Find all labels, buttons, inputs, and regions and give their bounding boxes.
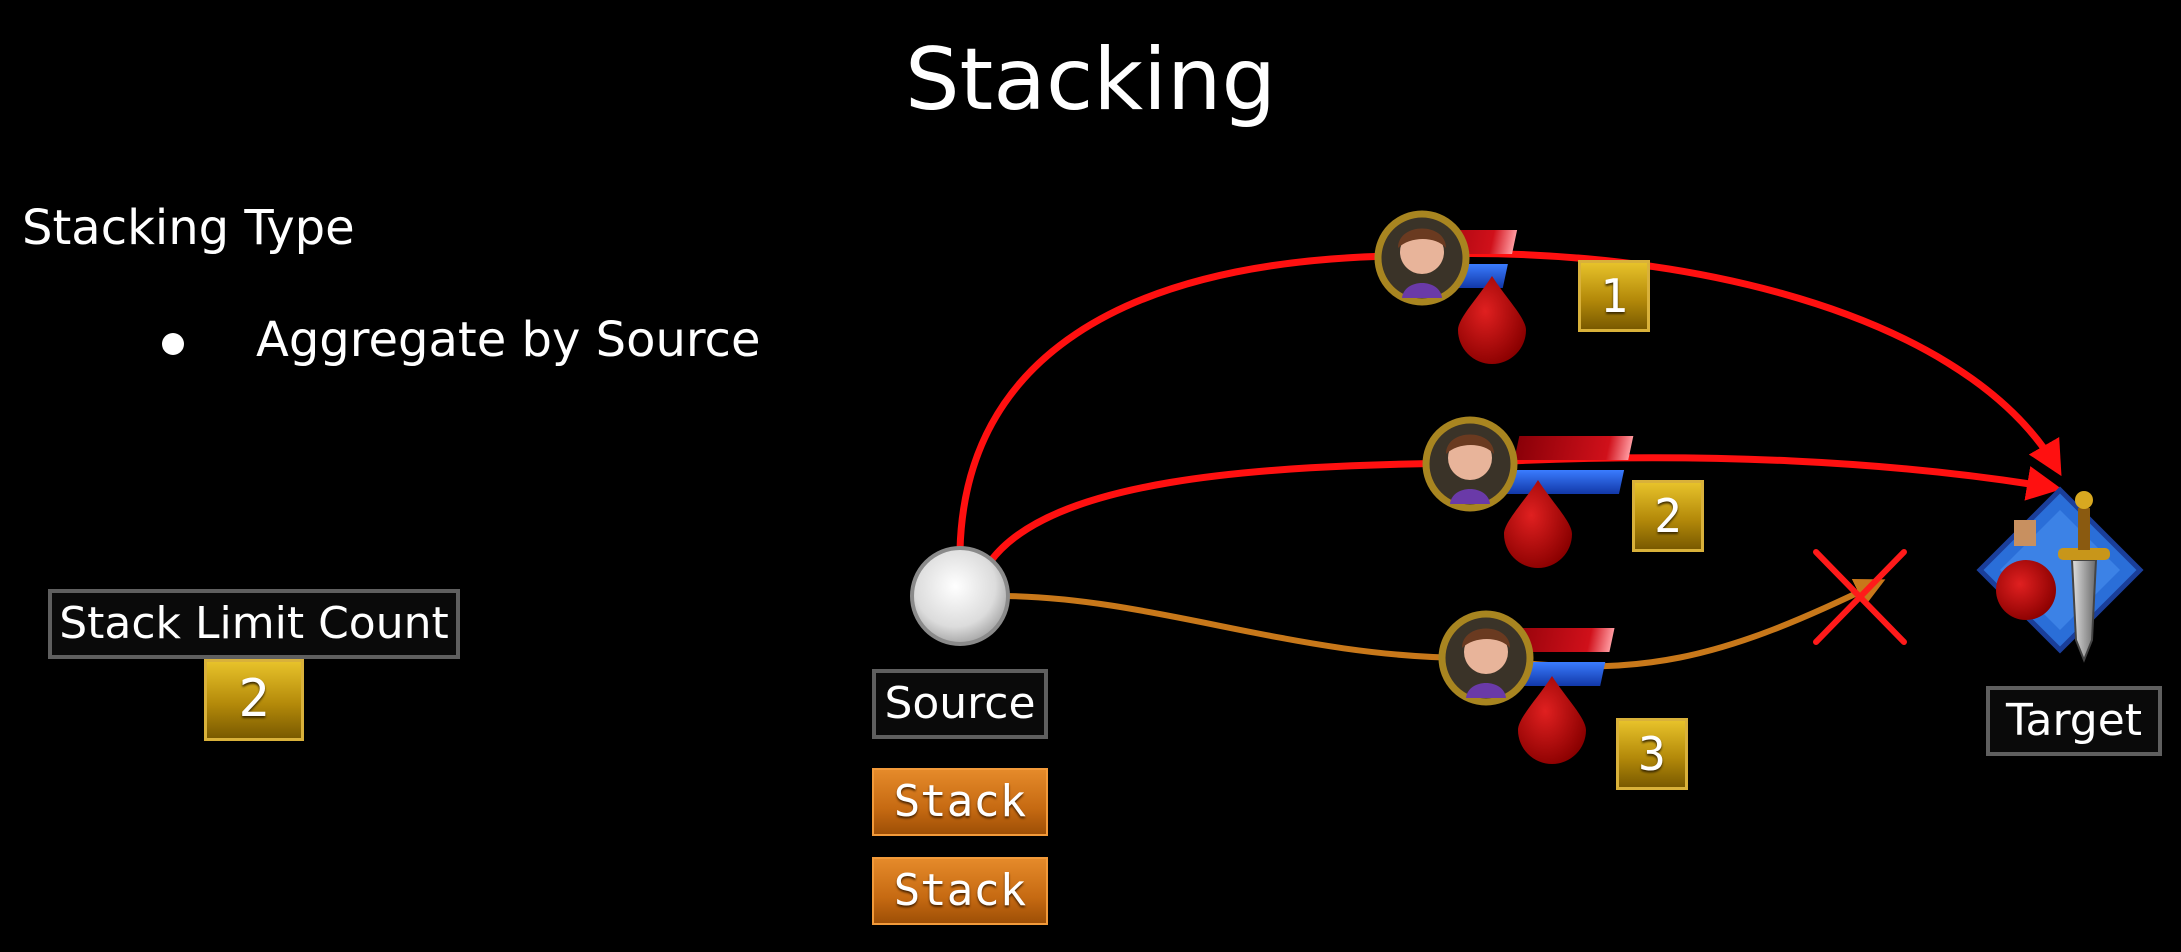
- source-node: [910, 546, 1010, 646]
- blood-drop-icon: [1458, 276, 1526, 364]
- character-portrait-icon: [1462, 628, 1510, 698]
- stack-box-2: Stack: [872, 857, 1048, 925]
- instance-number-3: 3: [1616, 718, 1688, 790]
- blood-drop-icon: [1504, 480, 1572, 568]
- stack-limit-label: Stack Limit Count: [48, 589, 460, 659]
- stack-path-1: [956, 250, 2062, 551]
- instance-number-2: 2: [1632, 480, 1704, 552]
- blood-drop-icon: [1518, 676, 1586, 764]
- reject-x-icon: [1813, 549, 1907, 645]
- effect-instance-1: [1374, 210, 1526, 364]
- target-emblem-icon: [1976, 486, 2144, 663]
- source-label: Source: [872, 669, 1048, 739]
- bullet-dot: [162, 333, 184, 355]
- stack-box-1: Stack: [872, 768, 1048, 836]
- character-portrait-icon: [1446, 434, 1494, 504]
- effect-instance-3: [1438, 610, 1615, 764]
- health-bar-icon: [1514, 436, 1634, 460]
- slide-title: Stacking: [904, 30, 1277, 130]
- sword-icon: [2058, 491, 2110, 663]
- effect-instance-2: [1422, 416, 1634, 568]
- target-label: Target: [1986, 686, 2162, 756]
- mana-bar-icon: [1506, 470, 1625, 494]
- stack-limit-value: 2: [204, 659, 304, 741]
- instance-number-1: 1: [1578, 260, 1650, 332]
- bullet-item: Aggregate by Source: [256, 312, 761, 368]
- character-portrait-icon: [1398, 228, 1446, 298]
- subheading: Stacking Type: [22, 200, 355, 256]
- potion-icon: [1996, 520, 2056, 620]
